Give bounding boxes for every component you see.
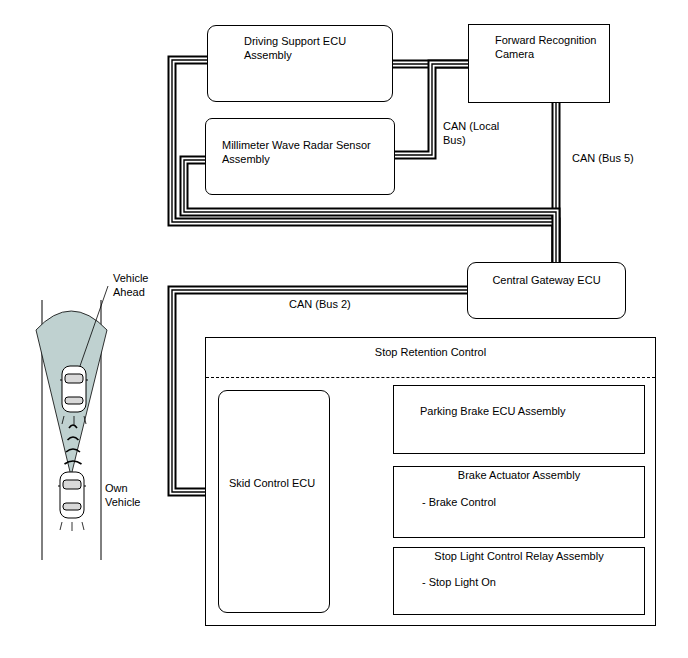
box-title: Skid Control ECU — [229, 477, 323, 491]
gateway-box: Central Gateway ECU — [467, 262, 626, 319]
box-title: Driving Support ECU Assembly — [244, 35, 382, 63]
control-group-box: Stop Retention ControlSkid Control ECU Pa… — [205, 337, 656, 626]
box-title: Forward Recognition Camera — [495, 34, 601, 62]
bus-label: CAN (Bus 5) — [571, 152, 653, 166]
motion-lines — [60, 416, 86, 531]
box-function: - Brake Control — [422, 496, 636, 510]
detection-fan — [36, 311, 107, 476]
radar-wave — [69, 425, 77, 428]
vehicle-ahead-car — [60, 366, 88, 412]
box-title: Stop Retention Control — [206, 338, 655, 378]
callout-label: Own Vehicle — [104, 482, 156, 510]
own-vehicle-car — [58, 472, 86, 518]
component-box: Brake Actuator Assembly - Brake Control — [393, 466, 645, 538]
radar-wave — [68, 437, 79, 440]
bus-label: CAN (Bus 2) — [288, 298, 370, 312]
box-title: Parking Brake ECU Assembly — [420, 405, 636, 419]
radar-wave — [65, 461, 82, 464]
radar-waves — [65, 425, 82, 464]
box-title: Brake Actuator Assembly — [402, 469, 636, 483]
camera-box: Forward Recognition Camera — [468, 24, 610, 103]
leader-line — [80, 286, 108, 366]
radar-wave — [66, 449, 80, 452]
box-function: - Stop Light On — [422, 576, 636, 590]
component-box: Stop Light Control Relay Assembly - Stop … — [393, 547, 645, 615]
sensor-box: Millimeter Wave Radar Sensor Assembly — [205, 118, 395, 195]
ecu-box: Skid Control ECU — [218, 390, 330, 613]
callout-label: Vehicle Ahead — [112, 272, 164, 300]
component-box: Parking Brake ECU Assembly — [393, 385, 645, 454]
ecu-box: Driving Support ECU Assembly — [207, 25, 393, 102]
box-title: Central Gateway ECU — [476, 274, 617, 288]
box-title: Millimeter Wave Radar Sensor Assembly — [222, 139, 384, 167]
box-title: Stop Light Control Relay Assembly — [402, 550, 636, 564]
bus-label: CAN (Local Bus) — [442, 120, 506, 148]
